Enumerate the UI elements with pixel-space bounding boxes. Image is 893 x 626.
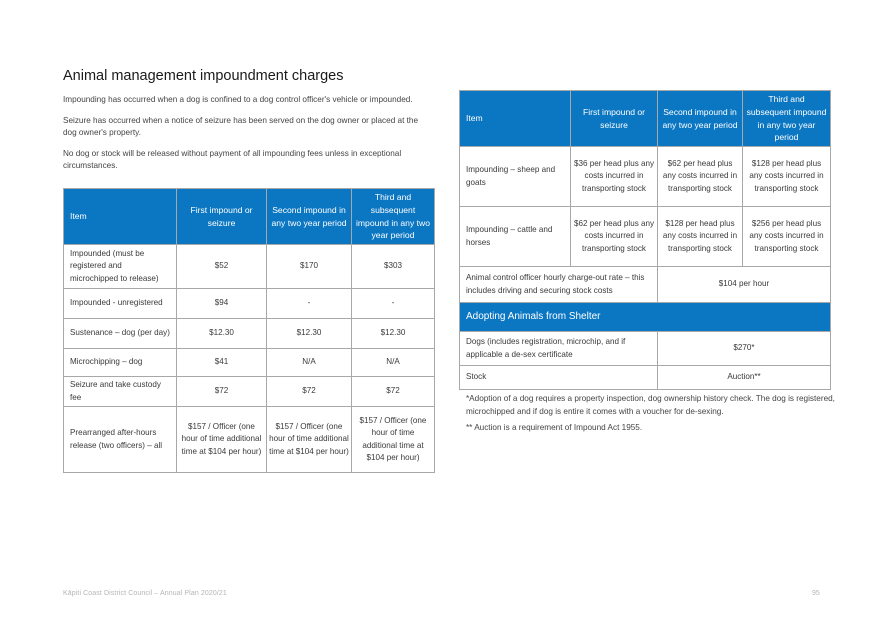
header-third: Third and subsequent impound in any two … bbox=[742, 90, 831, 147]
table-row: Impounded - unregistered $94 - - bbox=[63, 288, 435, 319]
paragraph-impounding: Impounding has occurred when a dog is co… bbox=[63, 95, 413, 104]
cell-value: $52 bbox=[176, 244, 267, 289]
footer-text: Kāpiti Coast District Council – Annual P… bbox=[63, 590, 227, 597]
row-label: Impounded (must be registered and microc… bbox=[63, 244, 177, 289]
cell-value: $41 bbox=[176, 348, 267, 377]
row-label: Seizure and take custody fee bbox=[63, 375, 177, 408]
cell-value: $12.30 bbox=[351, 318, 435, 349]
row-label: Impounding – sheep and goats bbox=[459, 146, 571, 207]
table-row: Microchipping – dog $41 N/A N/A bbox=[63, 348, 435, 377]
row-label: Impounded - unregistered bbox=[63, 288, 177, 319]
cell-value: $128 per head plus any costs incurred in… bbox=[657, 206, 743, 267]
adopt-dogs-value: $270* bbox=[657, 331, 831, 366]
cell-value: $303 bbox=[351, 244, 435, 289]
header-second: Second impound in any two year period bbox=[266, 188, 352, 245]
adopt-title-row: Adopting Animals from Shelter bbox=[459, 302, 831, 332]
header-first: First impound or seizure bbox=[570, 90, 658, 147]
cell-value: - bbox=[351, 288, 435, 319]
cell-value: $62 per head plus any costs incurred in … bbox=[570, 206, 658, 267]
cell-value: $72 bbox=[266, 375, 352, 408]
cell-value: $157 / Officer (one hour of time additio… bbox=[351, 406, 435, 474]
cell-value: $157 / Officer (one hour of time additio… bbox=[266, 406, 352, 474]
cell-value: $128 per head plus any costs incurred in… bbox=[742, 146, 831, 207]
adopt-row: Stock Auction** bbox=[459, 365, 831, 390]
dog-charges-table: Item First impound or seizure Second imp… bbox=[63, 188, 435, 474]
table-row: Impounding – sheep and goats $36 per hea… bbox=[459, 146, 831, 207]
row-label: Impounding – cattle and horses bbox=[459, 206, 571, 267]
paragraph-release: No dog or stock will be released without… bbox=[63, 148, 402, 171]
adopt-stock-label: Stock bbox=[459, 365, 658, 390]
cell-value: N/A bbox=[351, 348, 435, 377]
officer-rate-row: Animal control officer hourly charge-out… bbox=[459, 266, 831, 303]
cell-value: $256 per head plus any costs incurred in… bbox=[742, 206, 831, 267]
officer-rate-value: $104 per hour bbox=[657, 266, 831, 303]
row-label: Microchipping – dog bbox=[63, 348, 177, 377]
adopt-stock-value: Auction** bbox=[657, 365, 831, 390]
footnote-adoption: *Adoption of a dog requires a property i… bbox=[466, 394, 835, 416]
footnotes: *Adoption of a dog requires a property i… bbox=[466, 393, 836, 439]
table-row: Impounded (must be registered and microc… bbox=[63, 244, 435, 289]
table-row: Impounding – cattle and horses $62 per h… bbox=[459, 206, 831, 267]
table-header-row: Item First impound or seizure Second imp… bbox=[459, 90, 831, 147]
paragraph-seizure: Seizure has occurred when a notice of se… bbox=[63, 115, 419, 138]
table-row: Prearranged after-hours release (two off… bbox=[63, 406, 435, 474]
cell-value: $72 bbox=[176, 375, 267, 408]
page-number: 95 bbox=[812, 590, 820, 597]
cell-value: $12.30 bbox=[266, 318, 352, 349]
adopt-dogs-label: Dogs (includes registration, microchip, … bbox=[459, 331, 658, 366]
officer-rate-label: Animal control officer hourly charge-out… bbox=[459, 266, 658, 303]
cell-value: $36 per head plus any costs incurred in … bbox=[570, 146, 658, 207]
table-header-row: Item First impound or seizure Second imp… bbox=[63, 188, 435, 245]
header-item: Item bbox=[63, 188, 177, 245]
table-row: Sustenance – dog (per day) $12.30 $12.30… bbox=[63, 318, 435, 349]
cell-value: $62 per head plus any costs incurred in … bbox=[657, 146, 743, 207]
cell-value: - bbox=[266, 288, 352, 319]
cell-value: $157 / Officer (one hour of time additio… bbox=[176, 406, 267, 474]
header-item: Item bbox=[459, 90, 571, 147]
row-label: Prearranged after-hours release (two off… bbox=[63, 406, 177, 474]
footnote-auction: ** Auction is a requirement of Impound A… bbox=[466, 423, 643, 432]
row-label: Sustenance – dog (per day) bbox=[63, 318, 177, 349]
intro-section: Animal management impoundment charges Im… bbox=[63, 68, 433, 181]
cell-value: N/A bbox=[266, 348, 352, 377]
adopting-animals-heading: Adopting Animals from Shelter bbox=[459, 302, 831, 332]
adopt-row: Dogs (includes registration, microchip, … bbox=[459, 331, 831, 366]
table-row: Seizure and take custody fee $72 $72 $72 bbox=[63, 375, 435, 408]
stock-charges-table: Item First impound or seizure Second imp… bbox=[459, 90, 831, 390]
header-third: Third and subsequent impound in any two … bbox=[351, 188, 435, 245]
cell-value: $12.30 bbox=[176, 318, 267, 349]
header-second: Second impound in any two year period bbox=[657, 90, 743, 147]
cell-value: $94 bbox=[176, 288, 267, 319]
page-title: Animal management impoundment charges bbox=[63, 68, 344, 84]
cell-value: $170 bbox=[266, 244, 352, 289]
header-first: First impound or seizure bbox=[176, 188, 267, 245]
cell-value: $72 bbox=[351, 375, 435, 408]
